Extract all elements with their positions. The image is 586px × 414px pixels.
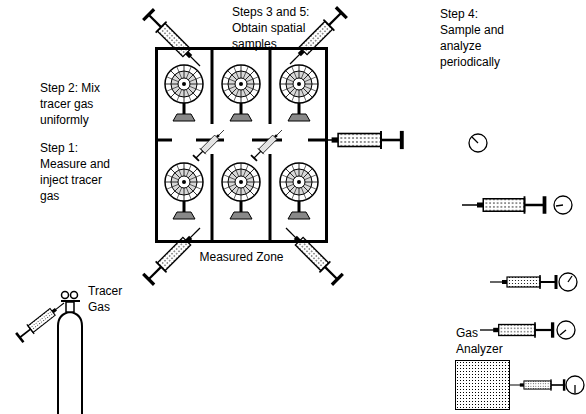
step-note: Steps 3 and 5: Obtain spatial samples xyxy=(232,4,328,52)
syringe-icon xyxy=(510,379,564,390)
gas-cylinder xyxy=(58,292,82,414)
measured-zone: Measured Zone xyxy=(155,47,328,243)
syringe-icon xyxy=(316,131,402,149)
syringe-icon xyxy=(143,223,205,285)
syringe-icon xyxy=(193,127,227,161)
fan-icon xyxy=(222,65,260,121)
fan-icon xyxy=(165,163,203,219)
fan-icon xyxy=(222,163,260,219)
syringe-icon xyxy=(281,223,343,285)
node-heading: Gas Analyzer xyxy=(456,325,518,357)
syringe-icon xyxy=(480,322,553,337)
syringe-icon xyxy=(490,275,556,289)
syringe-icon xyxy=(143,9,205,71)
step-note: Step 4: Sample and analyze periodically xyxy=(440,6,522,70)
gas-analyzer-box: Gas Analyzer xyxy=(455,360,510,410)
fan-icon xyxy=(280,163,318,219)
mixing-fans xyxy=(165,65,318,219)
syringe-icon xyxy=(251,127,285,161)
fan-icon xyxy=(280,65,318,121)
cylinder-label: Tracer Gas xyxy=(88,283,130,315)
step-note: Step 1: Measure and inject tracer gas xyxy=(40,140,118,204)
node-label: Measured Zone xyxy=(199,249,283,265)
step-note: Step 2: Mix tracer gas uniformly xyxy=(40,80,128,128)
syringe-icon xyxy=(462,196,545,214)
fan-icon xyxy=(165,65,203,121)
interior-walls xyxy=(156,48,327,242)
